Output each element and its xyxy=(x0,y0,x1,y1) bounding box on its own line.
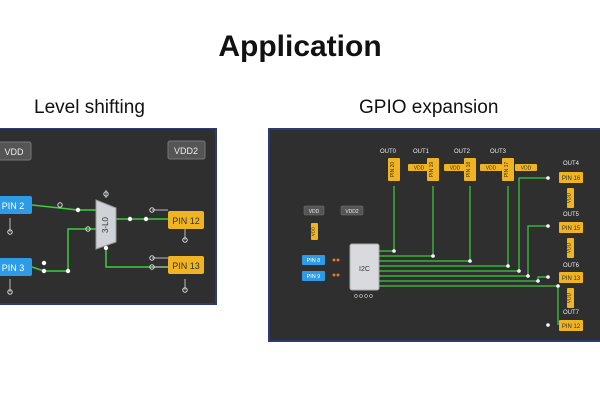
vdd-box[interactable] xyxy=(0,141,32,161)
pin-8-label: PIN 8 xyxy=(307,258,321,264)
pin-18-label: PIN 18 xyxy=(466,162,472,178)
vdd-label: VDD xyxy=(4,147,24,157)
page-title: Application xyxy=(218,30,382,63)
vdd-chip-6-label: VDD xyxy=(567,292,573,303)
vdd-box[interactable] xyxy=(303,205,325,216)
pin-13-block[interactable] xyxy=(559,272,583,283)
out5-label: OUT5 xyxy=(563,212,580,218)
gpio-expansion-diagram: OUT0 VDD PIN 20 OUT1 VDD PIN 19 OUT2 VDD… xyxy=(268,128,600,342)
vdd-chip-0-label: VDD xyxy=(414,166,425,172)
pin-2-label: PIN 2 xyxy=(2,201,25,211)
input-connectors xyxy=(332,258,340,277)
vdd-chip-5[interactable] xyxy=(567,238,574,258)
out1-label: OUT1 xyxy=(413,149,430,155)
i2c-label: I2C xyxy=(359,266,370,273)
pin-15-label: PIN 15 xyxy=(562,226,581,232)
lut-label: 3-L0 xyxy=(101,216,110,233)
pin-2-block[interactable] xyxy=(0,196,32,214)
pin-15-block[interactable] xyxy=(559,222,583,233)
side-output-group: OUT4 PIN 16 VDD OUT5 PIN 15 VDD OUT6 PIN… xyxy=(559,161,583,331)
vdd2-label: VDD2 xyxy=(345,209,359,215)
vdd-chip-1-label: VDD xyxy=(450,166,461,172)
vdd-chip-2-label: VDD xyxy=(486,166,497,172)
out6-label: OUT6 xyxy=(563,263,580,269)
pin-16-block[interactable] xyxy=(559,172,583,183)
out4-label: OUT4 xyxy=(563,161,580,167)
out2-label: OUT2 xyxy=(454,149,471,155)
out3-label: OUT3 xyxy=(490,149,507,155)
vdd-chip-2[interactable] xyxy=(480,164,502,171)
vdd-chip-4-label: VDD xyxy=(567,192,573,203)
vdd2-box[interactable] xyxy=(167,140,206,160)
pin-12-block[interactable] xyxy=(559,320,583,331)
gpio-expansion-heading: GPIO expansion xyxy=(359,97,499,118)
i2c-block[interactable] xyxy=(349,243,380,291)
pin-12-label: PIN 12 xyxy=(562,324,581,330)
pin-9-block[interactable] xyxy=(302,271,325,281)
vdd-chip-3[interactable] xyxy=(515,164,537,171)
level-shifting-diagram: VDD VDD2 PIN 2 PIN 3 3-L0 PIN 12 PIN 13 xyxy=(0,128,217,305)
vdd-chip-5-label: VDD xyxy=(567,242,573,253)
pin-16-label: PIN 16 xyxy=(562,176,581,182)
left-port-rings xyxy=(7,191,188,295)
vdd-chip-0[interactable] xyxy=(408,164,430,171)
level-shifting-heading: Level shifting xyxy=(34,97,145,118)
pin-8-block[interactable] xyxy=(302,255,325,265)
vdd-chip-6[interactable] xyxy=(567,288,574,308)
pin-19-block[interactable] xyxy=(427,158,439,181)
pin-9-label: PIN 9 xyxy=(307,274,321,280)
i2c-bottom-ports xyxy=(354,294,373,298)
vdd2-label: VDD2 xyxy=(174,146,198,156)
pin-12-block[interactable] xyxy=(168,211,204,229)
vdd-chip-4[interactable] xyxy=(567,188,574,208)
pin-3-block[interactable] xyxy=(0,258,32,276)
vdd-chip-1[interactable] xyxy=(444,164,466,171)
pin-20-block[interactable] xyxy=(388,158,400,181)
top-output-group: OUT0 VDD PIN 20 OUT1 VDD PIN 19 OUT2 VDD… xyxy=(380,149,537,181)
pin-13-label: PIN 13 xyxy=(562,276,581,282)
pin-12-label: PIN 12 xyxy=(172,216,200,226)
lut-block[interactable] xyxy=(95,199,117,250)
pin-17-label: PIN 17 xyxy=(504,162,510,178)
pin-20-label: PIN 20 xyxy=(390,162,396,178)
right-bus-dots xyxy=(392,176,560,327)
left-junction-dots xyxy=(41,207,149,274)
pin-18-block[interactable] xyxy=(464,158,476,181)
pin-13-block[interactable] xyxy=(168,256,204,274)
out0-label: OUT0 xyxy=(380,149,397,155)
pin-13-label: PIN 13 xyxy=(172,261,200,271)
pin-3-label: PIN 3 xyxy=(2,263,25,273)
vdd-chip-3-label: VDD xyxy=(521,166,532,172)
pin-19-label: PIN 19 xyxy=(429,162,435,178)
vdd2-box[interactable] xyxy=(340,205,364,216)
out7-label: OUT7 xyxy=(563,310,580,316)
vdd-small-label: VDD xyxy=(311,226,316,236)
vdd-label: VDD xyxy=(309,209,320,215)
vdd-small-chip[interactable] xyxy=(311,223,318,240)
pin-17-block[interactable] xyxy=(502,158,514,181)
